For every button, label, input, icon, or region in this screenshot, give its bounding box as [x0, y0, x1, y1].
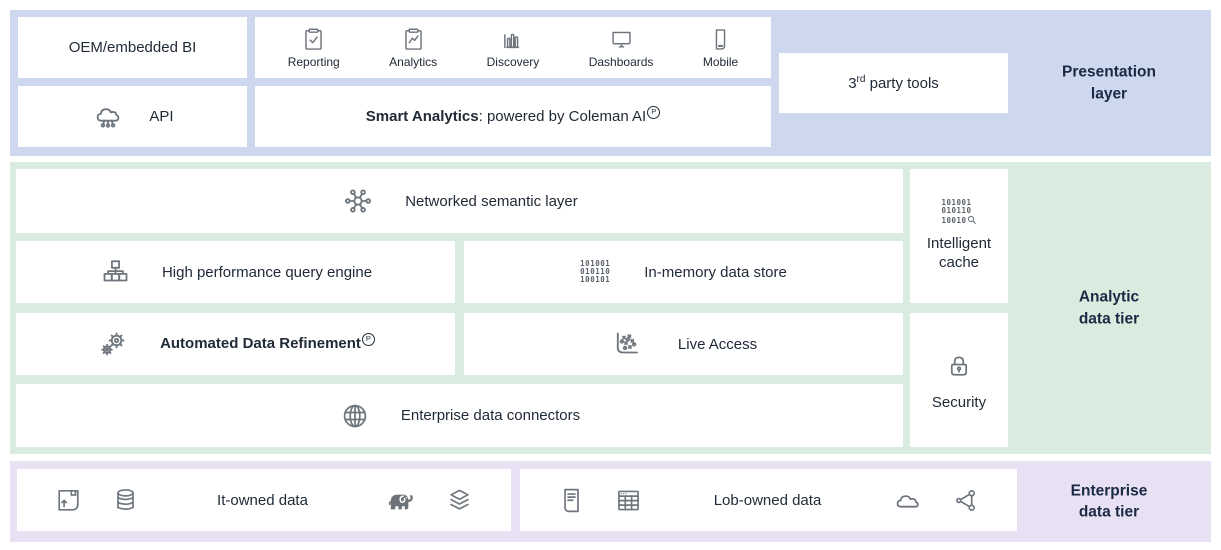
reporting-icon	[305, 28, 322, 50]
enterprise-data-connectors-box: Enterprise data connectors	[16, 384, 903, 447]
api-cloud-icon	[97, 107, 120, 128]
lob-owned-data-box: Lob-owned data	[520, 469, 1017, 531]
circled-p-mark: P	[647, 105, 661, 119]
lob-owned-data-label: Lob-owned data	[713, 491, 822, 509]
circled-p-mark: P	[361, 333, 375, 346]
tool-analytics: Analytics	[389, 26, 437, 69]
document-icon	[564, 488, 579, 512]
binary-data-icon: 101001 010110 100101	[580, 259, 611, 284]
live-access-box: Live Access	[464, 313, 903, 375]
enterprise-data-tier-band: It-owned data	[10, 461, 1211, 542]
bi-tools-box: Reporting Analytics Discovery	[255, 17, 771, 78]
third-party-tools-box: 3rd party tools	[779, 53, 1008, 113]
binary-search-icon: 101001 010110 10010	[941, 199, 976, 225]
query-engine-label: High performance query engine	[161, 263, 373, 281]
globe-icon	[343, 404, 367, 427]
layers-icon	[450, 489, 469, 510]
table-icon	[618, 490, 639, 510]
networked-semantic-layer-label: Networked semantic layer	[405, 192, 578, 210]
tool-caption: Analytics	[389, 55, 438, 69]
cloud-icon	[896, 494, 919, 508]
live-access-label: Live Access	[677, 335, 758, 353]
networked-semantic-layer-box: Networked semantic layer	[16, 169, 903, 233]
analytic-data-tier-band: Networked semantic layer High performanc…	[10, 162, 1211, 454]
database-icon	[117, 488, 134, 510]
presentation-layer-band: OEM/embedded BI Reporting Analytics	[10, 10, 1211, 156]
presentation-layer-label: Presentation layer	[1062, 63, 1156, 102]
tool-caption: Reporting	[287, 55, 340, 69]
lock-icon	[950, 355, 968, 376]
hadoop-elephant-icon	[388, 494, 413, 510]
scatter-plot-icon	[616, 332, 638, 354]
query-engine-box: High performance query engine	[16, 241, 455, 303]
intelligent-cache-label: Intelligent cache	[926, 235, 992, 271]
tool-caption: Dashboards	[588, 55, 654, 69]
api-box: API	[18, 86, 247, 147]
oem-embedded-bi-box: OEM/embedded BI	[18, 17, 247, 78]
gears-icon	[101, 332, 125, 356]
discovery-icon	[504, 33, 520, 49]
in-memory-data-store-label: In-memory data store	[644, 263, 787, 281]
oem-embedded-bi-label: OEM/embedded BI	[68, 39, 197, 56]
tool-mobile: Mobile	[703, 26, 738, 69]
query-engine-hierarchy-icon	[103, 259, 128, 281]
api-label: API	[149, 108, 174, 125]
mobile-icon	[715, 29, 726, 50]
network-hub-icon	[345, 189, 372, 213]
tool-dashboards: Dashboards	[588, 26, 654, 69]
intelligent-cache-box: 101001 010110 10010 Intelligent cache	[910, 169, 1008, 303]
security-label: Security	[931, 393, 987, 411]
in-memory-data-store-box: 101001 010110 100101 In-memory data stor…	[464, 241, 903, 303]
enterprise-data-connectors-label: Enterprise data connectors	[400, 407, 581, 424]
enterprise-data-tier-label: Enterprise data tier	[1070, 481, 1148, 521]
it-owned-data-box: It-owned data	[17, 469, 511, 531]
analytics-icon	[404, 28, 422, 50]
tool-caption: Mobile	[702, 55, 739, 69]
third-party-tools-label: 3rd party tools	[848, 74, 939, 92]
share-icon	[956, 489, 975, 511]
package-box-icon	[58, 489, 79, 511]
tool-caption: Discovery	[486, 55, 540, 69]
it-owned-data-label: It-owned data	[217, 491, 308, 509]
security-box: Security	[910, 313, 1008, 447]
analytic-data-tier-label: Analytic data tier	[1078, 288, 1140, 327]
dashboards-icon	[611, 31, 631, 48]
magnifier-icon	[967, 216, 976, 225]
tool-reporting: Reporting	[288, 26, 340, 69]
tool-discovery: Discovery	[486, 26, 540, 69]
